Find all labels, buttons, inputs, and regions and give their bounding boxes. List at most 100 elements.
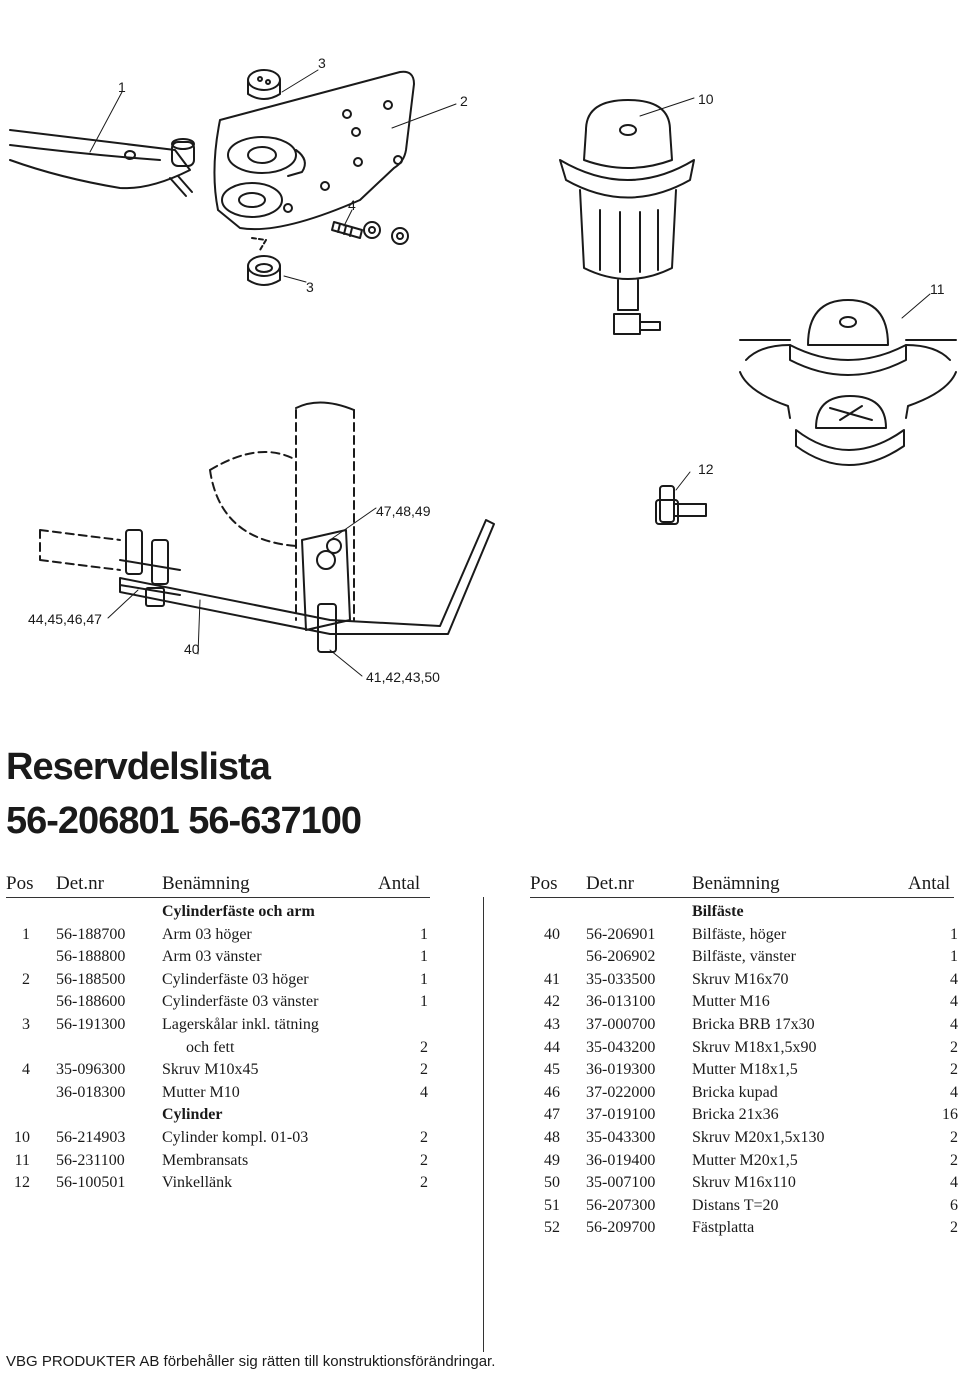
footer-disclaimer: VBG PRODUKTER AB förbehåller sig rätten …: [6, 1353, 496, 1370]
cell-detnr: 36-013100: [586, 993, 656, 1011]
cell-name: Arm 03 höger: [162, 925, 252, 943]
cell-name: Lagerskålar inkl. tätning: [162, 1016, 319, 1033]
cell-pos: 1: [22, 925, 30, 943]
callout-11: 11: [930, 281, 945, 297]
cell-qty: 4: [950, 1083, 958, 1101]
column-divider: [483, 897, 484, 1352]
cell-name: Skruv M16x70: [692, 970, 789, 988]
cell-detnr: 56-188600: [56, 993, 126, 1011]
section-heading: Bilfäste: [692, 903, 744, 920]
cell-pos: 40: [544, 925, 560, 943]
section-heading-row: Cylinder: [0, 1104, 960, 1126]
callout-leaders: [89, 69, 931, 677]
cell-pos: 44: [544, 1038, 560, 1056]
cell-detnr: 56-207300: [586, 1196, 656, 1214]
cell-pos: 50: [544, 1174, 560, 1192]
cell-pos: 10: [14, 1129, 30, 1146]
cell-qty: 2: [420, 1061, 428, 1079]
cell-name: Cylinderfäste 03 vänster: [162, 993, 319, 1011]
cell-pos: 49: [544, 1151, 560, 1169]
cylinder-part: [559, 99, 695, 335]
cell-qty: 1: [420, 993, 428, 1011]
left-header-name: Benämning: [162, 873, 250, 894]
page-title: Reservdelslista: [6, 746, 271, 788]
cell-qty: 4: [950, 993, 958, 1011]
cell-pos: 45: [544, 1061, 560, 1079]
cell-qty: 1: [950, 948, 958, 966]
cell-pos: 51: [544, 1196, 560, 1214]
callout-2: 2: [460, 93, 468, 109]
cell-qty: 1: [420, 925, 428, 943]
cell-qty: 4: [420, 1083, 428, 1101]
cell-pos: 48: [544, 1129, 560, 1146]
right-header-pos: Pos: [530, 873, 558, 894]
cylinder-bracket-part: [213, 70, 415, 231]
table-row: 56-188600 Cylinderfäste 03 vänster 1: [0, 991, 960, 1013]
cell-name: Bricka BRB 17x30: [692, 1016, 815, 1033]
cell-name: Cylinder kompl. 01-03: [162, 1129, 309, 1146]
bearing-cup-bottom: [247, 237, 281, 286]
cell-qty: 1: [420, 948, 428, 966]
cell-detnr: 56-100501: [56, 1174, 126, 1192]
cell-detnr: 56-209700: [586, 1219, 656, 1237]
car-mount-assembly: [39, 401, 495, 653]
cell-detnr: 56-188500: [56, 970, 126, 988]
exploded-parts-drawing: 1 3 2 4 3 10 11 12 47,48,49 44,45,46,47 …: [9, 55, 957, 685]
cell-name: Mutter M18x1,5: [692, 1061, 798, 1079]
cell-qty: 4: [950, 1174, 958, 1192]
cell-qty: 4: [950, 1016, 958, 1033]
cell-detnr: 56-206902: [586, 948, 656, 966]
cell-name: Bricka 21x36: [692, 1106, 779, 1124]
cell-detnr: 35-033500: [586, 970, 656, 988]
bearing-cup-top: [247, 69, 281, 100]
cell-pos: 2: [22, 970, 30, 988]
cell-name: Cylinderfäste 03 höger: [162, 970, 309, 988]
cell-detnr: 56-188800: [56, 948, 126, 966]
left-header-pos: Pos: [6, 873, 34, 894]
membrane-part: [739, 299, 957, 466]
callout-44-45-46-47: 44,45,46,47: [28, 611, 102, 627]
cell-detnr: 35-043200: [586, 1038, 656, 1056]
cell-qty: 16: [942, 1106, 958, 1124]
cell-qty: 4: [950, 970, 958, 988]
cell-name: Fästplatta: [692, 1219, 755, 1237]
callout-40: 40: [184, 641, 200, 657]
callout-3-bottom: 3: [306, 279, 314, 295]
section-heading-row: Cylinderfäste och arm: [0, 901, 960, 923]
cell-detnr: 35-043300: [586, 1129, 656, 1146]
cell-name: Skruv M10x45: [162, 1061, 259, 1079]
arm-part: [9, 129, 195, 197]
callout-47-48-49: 47,48,49: [376, 503, 431, 519]
section-heading: Cylinderfäste och arm: [162, 903, 315, 920]
callout-4: 4: [348, 197, 356, 213]
cell-pos: 42: [544, 993, 560, 1011]
cell-detnr: 36-019400: [586, 1151, 656, 1169]
cell-qty: 2: [420, 1174, 428, 1192]
cell-qty: 2: [420, 1151, 428, 1169]
cell-qty: 1: [950, 925, 958, 943]
cell-name: Mutter M10: [162, 1083, 240, 1101]
cell-detnr: 56-191300: [56, 1016, 126, 1033]
cell-pos: 11: [14, 1151, 30, 1169]
cell-pos: 4: [22, 1061, 30, 1079]
callout-3-top: 3: [318, 55, 326, 71]
left-header-detnr: Det.nr: [56, 873, 105, 894]
callout-1: 1: [118, 79, 126, 95]
